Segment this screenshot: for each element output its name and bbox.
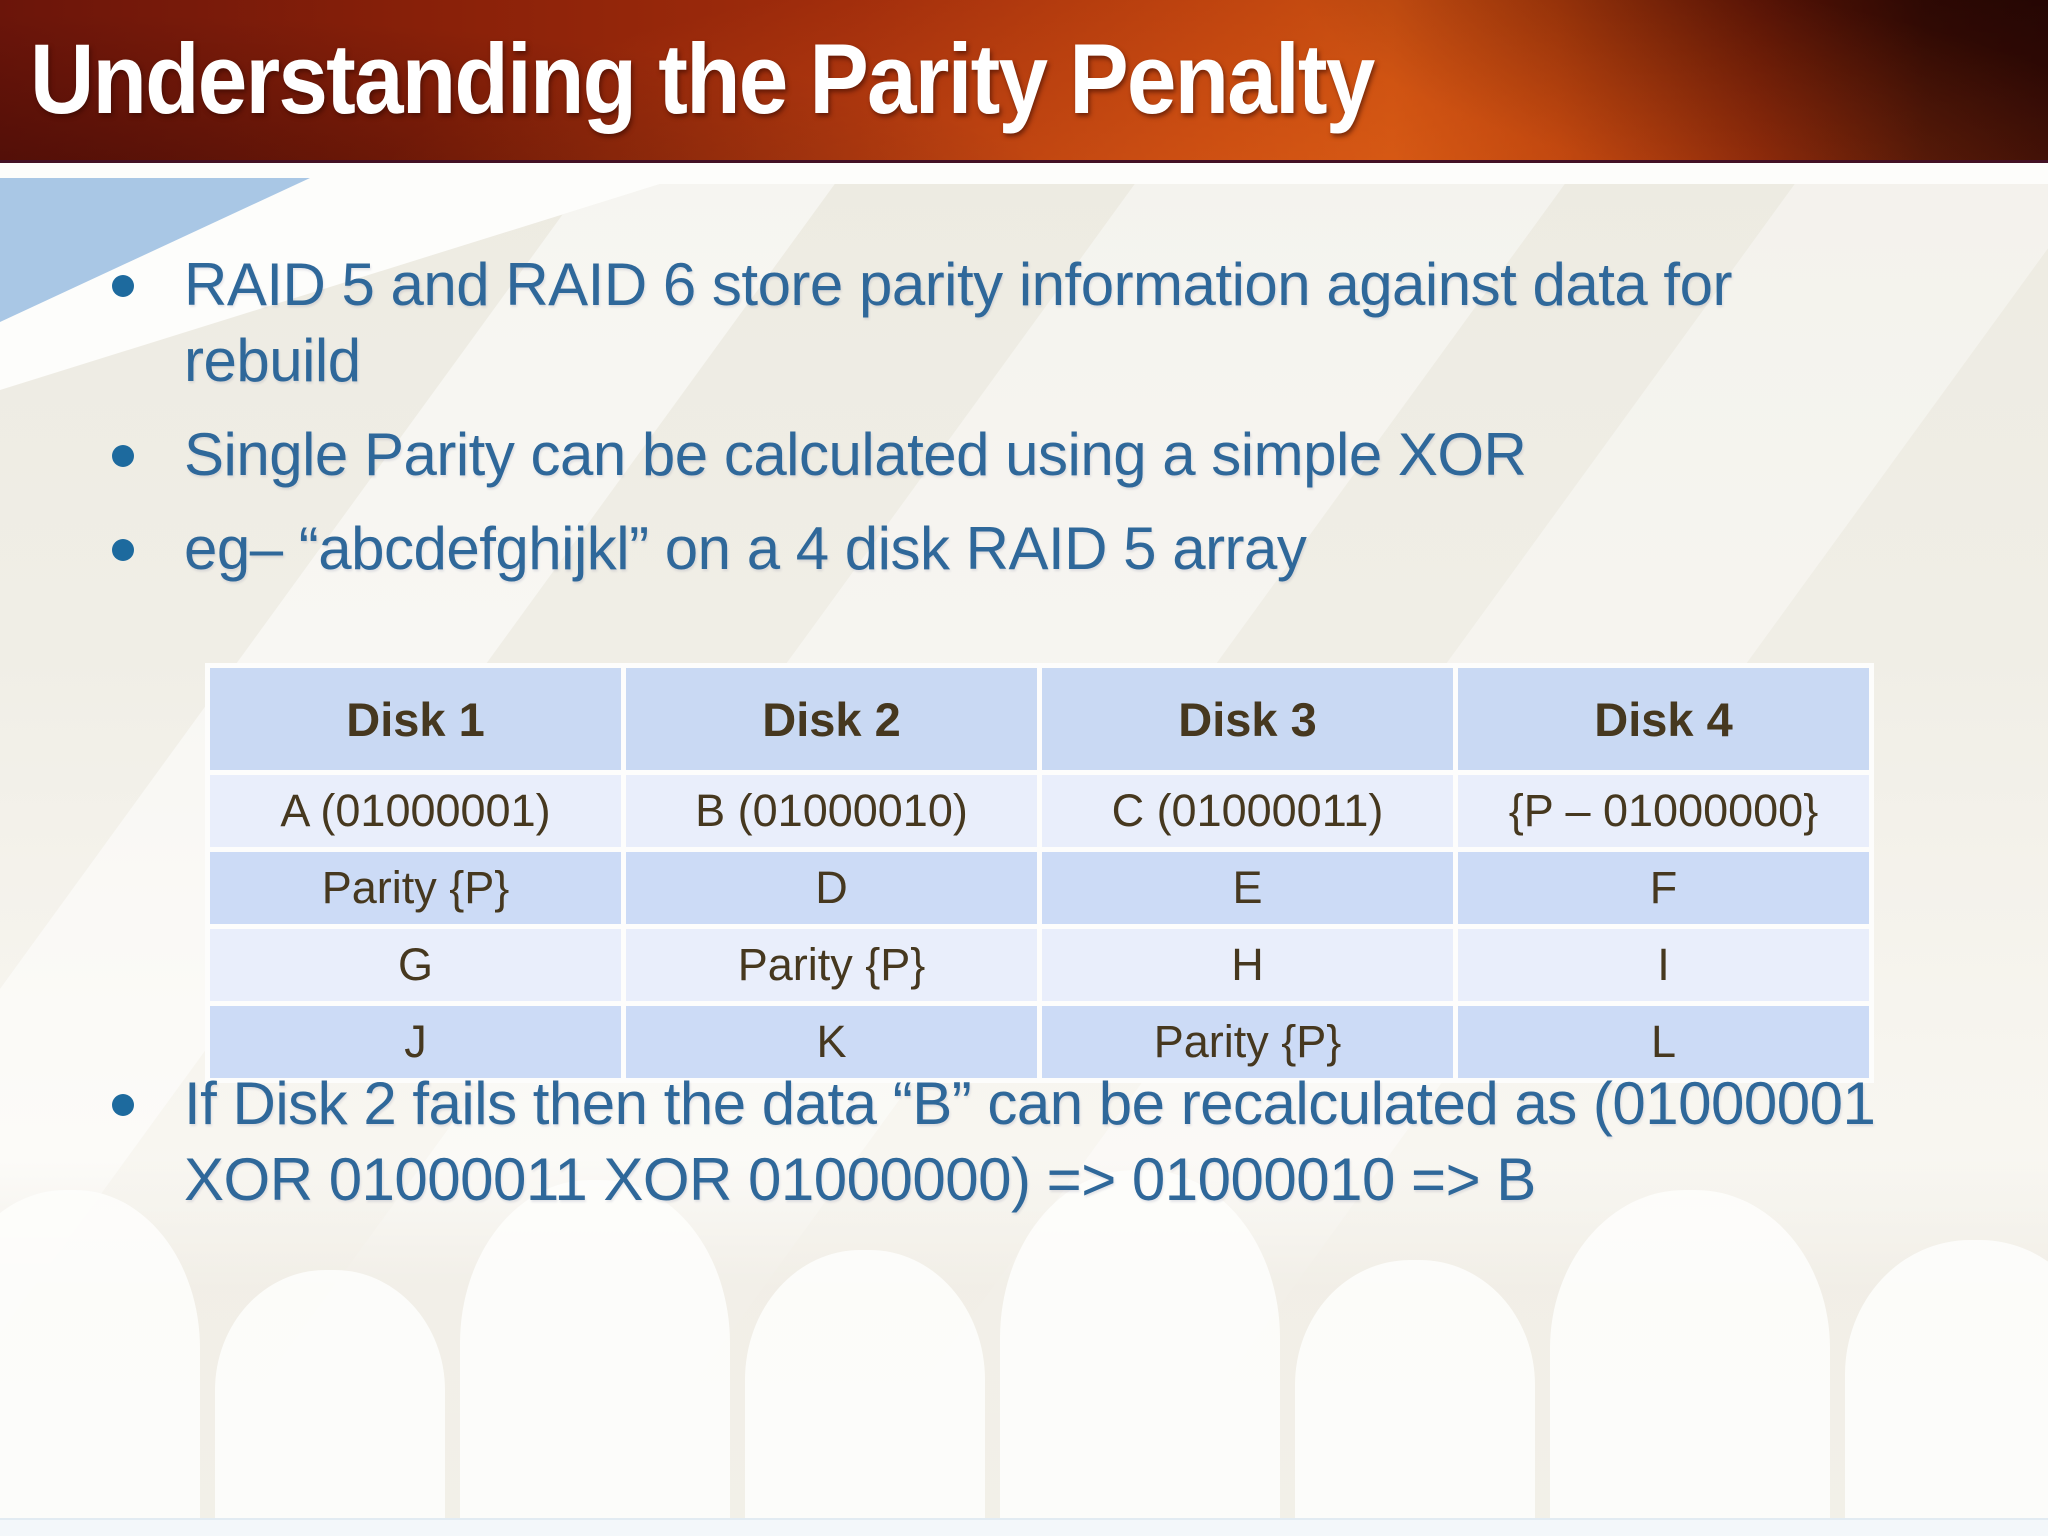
table-row: G Parity {P} H I (210, 929, 1869, 1001)
bullet-text: RAID 5 and RAID 6 store parity informati… (184, 251, 1732, 394)
bullet-text: Single Parity can be calculated using a … (184, 421, 1527, 488)
table-header-disk-2: Disk 2 (626, 668, 1037, 770)
table-header-disk-4: Disk 4 (1458, 668, 1869, 770)
silhouette-figure (1845, 1240, 2048, 1520)
table-cell: C (01000011) (1042, 775, 1453, 847)
bullet-text: If Disk 2 fails then the data “B” can be… (184, 1070, 1876, 1213)
bullet-item: RAID 5 and RAID 6 store parity informati… (112, 247, 1912, 399)
table-cell: D (626, 852, 1037, 924)
table-cell: G (210, 929, 621, 1001)
silhouette-figure (215, 1270, 445, 1520)
silhouette-figure (745, 1250, 985, 1520)
silhouette-figure (1000, 1170, 1280, 1520)
table-row: J K Parity {P} L (210, 1006, 1869, 1078)
table-cell: B (01000010) (626, 775, 1037, 847)
table-cell: J (210, 1006, 621, 1078)
silhouette-figure (1295, 1260, 1535, 1520)
table-header-row: Disk 1 Disk 2 Disk 3 Disk 4 (210, 668, 1869, 770)
bullet-text: eg– “abcdefghijkl” on a 4 disk RAID 5 ar… (184, 515, 1307, 582)
bullet-list-bottom: If Disk 2 fails then the data “B” can be… (112, 1066, 1922, 1236)
silhouette-figure (0, 1190, 200, 1520)
page-title: Understanding the Parity Penalty (30, 23, 1375, 134)
bullet-list: RAID 5 and RAID 6 store parity informati… (112, 247, 1912, 605)
table-cell: L (1458, 1006, 1869, 1078)
table-cell: I (1458, 929, 1869, 1001)
audience-silhouettes-decoration (0, 1160, 2048, 1520)
title-bar: Understanding the Parity Penalty (0, 0, 2048, 163)
table-cell: {P – 01000000} (1458, 775, 1869, 847)
table-cell: A (01000001) (210, 775, 621, 847)
table-cell: K (626, 1006, 1037, 1078)
bullet-dot-icon (112, 275, 134, 297)
bullet-item: Single Parity can be calculated using a … (112, 417, 1912, 493)
silhouette-figure (460, 1180, 730, 1520)
table-header-disk-1: Disk 1 (210, 668, 621, 770)
table-cell: E (1042, 852, 1453, 924)
table-cell: Parity {P} (210, 852, 621, 924)
raid-table-container: Disk 1 Disk 2 Disk 3 Disk 4 A (01000001)… (205, 663, 1874, 1083)
table-header-disk-3: Disk 3 (1042, 668, 1453, 770)
table-row: Parity {P} D E F (210, 852, 1869, 924)
table-cell: F (1458, 852, 1869, 924)
bullet-dot-icon (112, 445, 134, 467)
silhouette-figure (1550, 1190, 1830, 1520)
bullet-item: If Disk 2 fails then the data “B” can be… (112, 1066, 1922, 1218)
table-cell: H (1042, 929, 1453, 1001)
raid-table: Disk 1 Disk 2 Disk 3 Disk 4 A (01000001)… (205, 663, 1874, 1083)
table-row: A (01000001) B (01000010) C (01000011) {… (210, 775, 1869, 847)
table-cell: Parity {P} (1042, 1006, 1453, 1078)
bullet-dot-icon (112, 1094, 134, 1116)
bullet-item: eg– “abcdefghijkl” on a 4 disk RAID 5 ar… (112, 511, 1912, 587)
bottom-edge-strip (0, 1518, 2048, 1536)
table-cell: Parity {P} (626, 929, 1037, 1001)
bullet-dot-icon (112, 539, 134, 561)
